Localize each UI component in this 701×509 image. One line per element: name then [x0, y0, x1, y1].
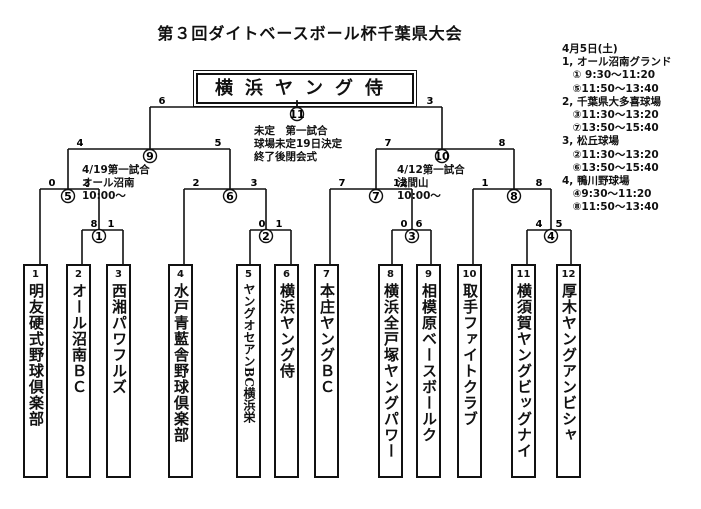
team-number: 12 — [561, 269, 576, 280]
match-number: 9 — [146, 150, 154, 163]
score-label: 1 — [482, 178, 489, 189]
team-name: 横須賀ヤングビッグナイ — [515, 283, 533, 459]
score-label: 2 — [193, 178, 200, 189]
match-circle — [506, 188, 522, 204]
match-circle — [368, 188, 384, 204]
team-number: 3 — [115, 269, 122, 280]
team-box: 10 取手ファイトクラブ — [457, 264, 482, 478]
team-name: 取手ファイトクラブ — [461, 283, 479, 427]
team-box: 3 西湘パワフルズ — [106, 264, 131, 478]
score-label: 5 — [556, 219, 563, 230]
match-10-note: 4/12第一試合 浅間山 10:00～ — [397, 164, 465, 202]
score-label: 3 — [84, 178, 91, 189]
team-name: 横浜全戸塚ヤングパワー — [382, 283, 400, 459]
team-number: 9 — [425, 269, 432, 280]
score-label: 7 — [339, 178, 346, 189]
match-number: 10 — [434, 150, 450, 163]
schedule-panel: 4月5日(土) 1, オール沼南グランド ① 9:30～11:20 ⑤11:50… — [562, 43, 672, 214]
score-label: 7 — [385, 138, 392, 149]
team-name: 明友硬式野球倶楽部 — [27, 283, 45, 427]
match-number: 7 — [372, 190, 380, 203]
page-title: 第３回ダイトベースボール杯千葉県大会 — [157, 24, 463, 43]
match-number: 1 — [95, 230, 103, 243]
champion-box: 横浜ヤング侍 — [193, 70, 417, 107]
score-label: 1 — [108, 219, 115, 230]
score-label: 0 — [259, 219, 266, 230]
match-circle — [142, 148, 158, 164]
team-box: 5 ヤングオセアンBC横浜栄 — [236, 264, 261, 478]
score-label: 8 — [499, 138, 506, 149]
team-name: 本庄ヤングＢＣ — [318, 283, 336, 395]
team-number: 2 — [75, 269, 82, 280]
score-label: 6 — [416, 219, 423, 230]
match-number: 5 — [64, 190, 72, 203]
match-number: 2 — [262, 230, 270, 243]
team-number: 4 — [177, 269, 184, 280]
match-number: 6 — [226, 190, 234, 203]
match-number: 8 — [510, 190, 518, 203]
team-name: オール沼南ＢＣ — [70, 283, 88, 395]
team-name: 厚木ヤングアンビシャ — [560, 283, 578, 443]
team-box: 8 横浜全戸塚ヤングパワー — [378, 264, 403, 478]
team-name: 水戸青藍舎野球倶楽部 — [172, 283, 190, 443]
score-label: 1 — [276, 219, 283, 230]
score-label: 3 — [251, 178, 258, 189]
team-name: ヤングオセアンBC横浜栄 — [242, 283, 256, 423]
team-box: 11 横須賀ヤングビッグナイ — [511, 264, 536, 478]
match-9-note: 4/19第一試合 オール沼南 10:00～ — [82, 164, 150, 202]
team-box: 2 オール沼南ＢＣ — [66, 264, 91, 478]
score-label: 8 — [536, 178, 543, 189]
score-label: 4 — [536, 219, 543, 230]
team-box: 9 相模原ベースボールク — [416, 264, 441, 478]
team-number: 6 — [283, 269, 290, 280]
match-circle — [60, 188, 76, 204]
match-circle — [434, 148, 450, 164]
team-box: 12 厚木ヤングアンビシャ — [556, 264, 581, 478]
final-match-note: 未定 第一試合 球場未定19日決定 終了後閉会式 — [254, 125, 343, 163]
score-label: 0 — [49, 178, 56, 189]
team-name: 横浜ヤング侍 — [278, 283, 296, 379]
score-label: 5 — [215, 138, 222, 149]
team-number: 11 — [516, 269, 531, 280]
team-number: 8 — [387, 269, 394, 280]
team-box: 7 本庄ヤングＢＣ — [314, 264, 339, 478]
team-number: 10 — [462, 269, 477, 280]
score-label: 3 — [427, 96, 434, 107]
team-number: 7 — [323, 269, 330, 280]
match-number: 3 — [408, 230, 416, 243]
team-name: 西湘パワフルズ — [110, 283, 128, 395]
score-label: 4 — [77, 138, 84, 149]
team-name: 相模原ベースボールク — [420, 283, 438, 443]
score-label: 6 — [159, 96, 166, 107]
match-number: 4 — [547, 230, 555, 243]
team-box: 1 明友硬式野球倶楽部 — [23, 264, 48, 478]
team-number: 5 — [245, 269, 252, 280]
score-label: 8 — [91, 219, 98, 230]
team-box: 4 水戸青藍舎野球倶楽部 — [168, 264, 193, 478]
match-circle — [222, 188, 238, 204]
score-label: 0 — [401, 219, 408, 230]
score-label: 12 — [393, 178, 407, 189]
match-circle — [289, 106, 305, 122]
match-number: 11 — [289, 108, 304, 121]
team-box: 6 横浜ヤング侍 — [274, 264, 299, 478]
team-number: 1 — [32, 269, 39, 280]
